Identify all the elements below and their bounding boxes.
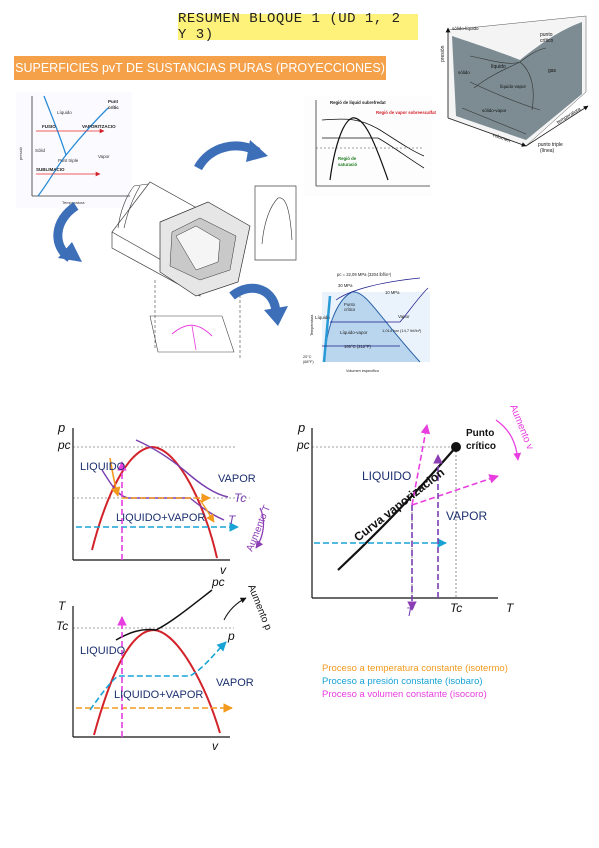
thumb-water-mix: Líquido-vapor [340, 330, 368, 335]
pt-increase-label: Aumento v [507, 403, 535, 451]
tv-p-label: p [227, 629, 235, 643]
thumb-water-ylabel: Temperatura [310, 314, 314, 336]
thumb-water-critical-2: crítico [344, 307, 356, 312]
thumb-3d-gas: gas [548, 68, 557, 74]
pt-axis-x-label: T [506, 601, 515, 615]
pv-t-label: T [228, 513, 237, 527]
tv-diagram: T Tc v pc p LIQUIDO VAPOR LIQUIDO+VAPOR … [56, 575, 274, 753]
thumb-water-vapor: Vapor [398, 314, 410, 319]
thumb-3d-critical-1: punto [540, 32, 553, 38]
thumb-pt-critical-1: Punt [108, 99, 118, 104]
pv-diagram: p pc v LIQUIDO VAPOR LIQUIDO+VAPOR Tc T … [57, 420, 273, 577]
thumb-pt-sublimation: SUBLIMACIO [36, 167, 65, 172]
tv-region-mix: LIQUIDO+VAPOR [114, 689, 203, 701]
thumb-water-p30: 30 MPa [338, 283, 353, 288]
thumb-pt-vaporization: VAPORITZACIO [82, 124, 116, 129]
pv-saturation-dome [91, 445, 218, 559]
thumb-3d-liquid: líquido [491, 64, 506, 70]
tv-region-vapor: VAPOR [216, 677, 254, 689]
thumb-pt-triple: Punt triple [58, 158, 79, 163]
tv-axis-x-label: v [212, 739, 219, 753]
thumb-water-t20-1: 20°C [303, 355, 312, 359]
thumb-3d-solid-liquid: sólido-líquido [452, 26, 479, 31]
tv-increase-label: Aumento p [245, 583, 273, 632]
thumb-pt-fusion: FUSIO [42, 124, 56, 129]
pv-increase-label: Aumento T [245, 504, 273, 553]
thumb-3d-solid-vapor: sólido-vapor [482, 108, 507, 113]
process-legend: Proceso a temperatura constante (isoterm… [322, 662, 508, 701]
thumb-pt-pressure: pressió [18, 146, 23, 160]
thumb-water-t20-2: (68°F) [303, 360, 314, 364]
thumb-pv-mix-1: Regió de [338, 156, 357, 161]
pv-region-mix: LIQUIDO+VAPOR [116, 512, 205, 524]
pt-vaporization-curve [337, 446, 457, 571]
legend-isochore: Proceso a volumen constante (isocoro) [322, 689, 487, 700]
section-subtitle: SUPERFICIES pvT DE SUSTANCIAS PURAS (PRO… [14, 56, 386, 80]
page-title: RESUMEN BLOQUE 1 (UD 1, 2 Y 3) [178, 11, 418, 43]
pv-axis-x-label: v [220, 563, 227, 577]
thumb-3d-triple-1: punto triple [538, 142, 563, 148]
thumb-pv-vapor-region: Regió de vapor sobreescalfat [376, 110, 437, 115]
thumb-pv-mix-2: saturació [338, 162, 357, 167]
pt-diagram: p pc T Tc T LIQUIDO VAPOR Curva vaporiza… [296, 403, 535, 619]
pv-critical-isotherm [135, 439, 229, 498]
thumb-3d-solid: sólido [458, 70, 470, 75]
tv-axis-y-label: T [58, 599, 67, 613]
thumb-3d-triple-2: (línea) [540, 148, 555, 154]
pt-critical-point [451, 442, 461, 452]
pv-pc-label: pc [57, 438, 71, 452]
thumbnail-water-tv: pc = 22,09 MPa (3204 lbf/in²) 30 MPa 10 … [303, 270, 431, 373]
tv-tc-label: Tc [56, 619, 68, 633]
thumb-water-xlabel: Volumen específico [346, 369, 379, 373]
thumb-water-p10: 10 MPa [385, 290, 400, 295]
thumb-water-t100: 100°C (212°F) [344, 344, 371, 349]
pt-region-vapor: VAPOR [446, 509, 487, 523]
thumb-pt-liquid: Líquido [57, 110, 72, 115]
pt-t-marker: T [406, 605, 415, 619]
thumb-3d-liquid-vapor: líquido-vapor [500, 84, 527, 89]
central-3d-projection [111, 181, 297, 360]
thumbnail-pv-diagram: Regió de líquid subrefredat Regió de vap… [304, 96, 437, 196]
blue-curved-arrows [53, 140, 288, 326]
thumb-3d-pressure: presión [440, 45, 446, 62]
pt-critical-label-1: Punto [466, 428, 494, 439]
thumb-water-p1014: 1,014 bar (14,7 lbf/in²) [382, 328, 422, 333]
tv-region-liquid: LIQUIDO [80, 645, 126, 657]
thumb-water-pc: pc = 22,09 MPa (3204 lbf/in²) [337, 272, 392, 277]
tv-pc-label: pc [211, 575, 225, 589]
pt-axis-y-label: p [297, 420, 305, 435]
pv-tc-label: Tc [234, 491, 246, 505]
thumb-water-critical-1: Punto [344, 302, 356, 307]
tv-critical-isobar [115, 589, 213, 641]
thumb-water-liquid: Líquido [315, 315, 330, 320]
pt-pc-label: pc [296, 438, 310, 452]
pt-critical-label-2: crítico [466, 441, 496, 452]
pt-tc-label: Tc [450, 601, 462, 615]
thumb-pt-vapor: Vapor [98, 154, 110, 159]
legend-isobar: Proceso a presión constante (isobaro) [322, 676, 483, 687]
thumb-pt-solid: Sòlid [35, 148, 46, 153]
pv-region-liquid: LIQUIDO [80, 461, 126, 473]
thumb-pt-critical-2: crític [108, 105, 119, 110]
legend-isotherm: Proceso a temperatura constante (isoterm… [322, 663, 508, 674]
thumb-pv-liquid-region: Regió de líquid subrefredat [330, 100, 386, 105]
pt-region-liquid: LIQUIDO [362, 469, 411, 483]
thumb-3d-critical-2: crítico [540, 38, 554, 44]
pv-axis-y-label: p [57, 420, 65, 435]
thumbnail-3d-surface: sólido-líquido punto crítico líquido gas… [440, 15, 589, 154]
pv-region-vapor: VAPOR [218, 473, 256, 485]
thumbnail-pt-diagram: Líquido Punt crític FUSIO VAPORITZACIO S… [16, 92, 132, 208]
